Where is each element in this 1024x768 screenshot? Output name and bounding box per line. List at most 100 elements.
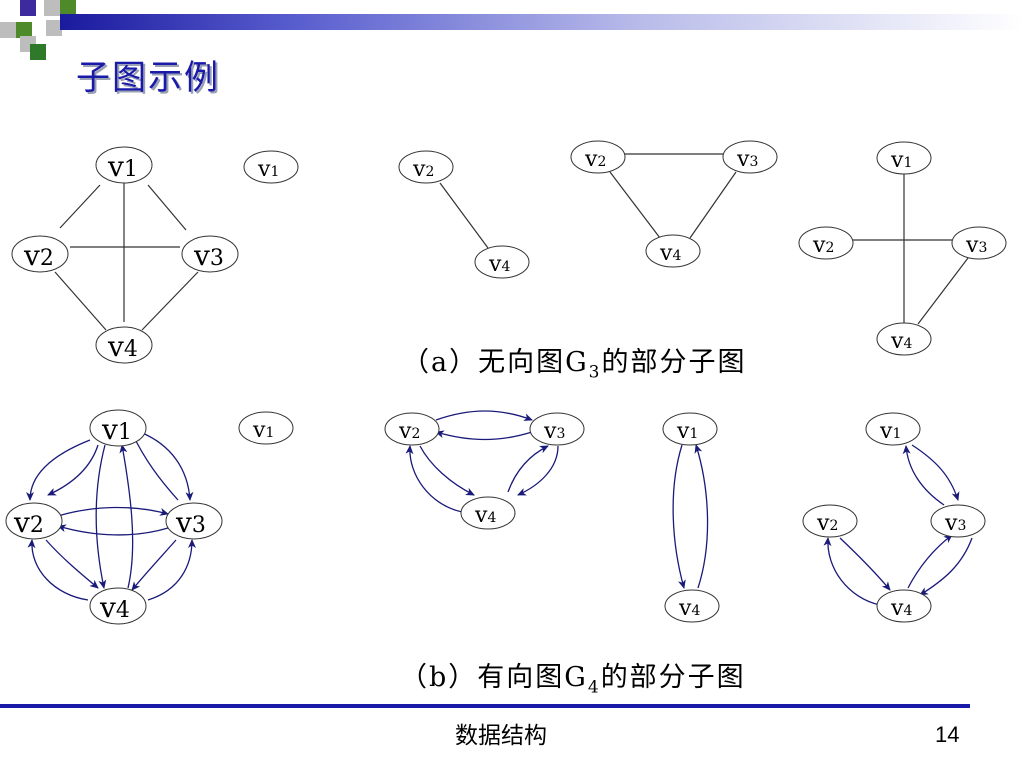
label-g4s4-v1: v1 [879,419,901,444]
vertex-g3-v4 [95,326,153,364]
label-g4s3-v1: v1 [676,419,698,444]
caption-directed-subgraphs: （b）有向图G4的部分子图 [400,662,746,698]
arc-g4s4-v4-v3 [907,534,953,589]
vertex-g4s2-v2 [384,412,440,446]
arc-g4-v3-v1 [132,434,179,501]
label-g3s4-v4: v4 [890,329,912,354]
label-g4-v3: v3 [175,506,206,539]
graph-g3-sub3: v2 v3 v4 [570,140,778,268]
graph-g3-sub2: v2 v4 [398,150,530,279]
arc-g4-v3-v2 [57,524,169,536]
label-g3-v3: v3 [193,239,224,272]
edge-g3s3-v2-v4 [609,171,661,239]
arc-g4-v3-v4 [131,539,177,591]
caption-undirected-subgraphs: （a）无向图G3的部分子图 [402,347,747,383]
arc-g4s2-v3-v2 [435,430,533,441]
vertex-g3-v1 [95,146,153,184]
arc-g4s2-v2-v3 [435,410,533,421]
graph-g4-sub1: v1 [238,411,294,445]
page-number: 14 [935,722,960,747]
label-g4s4-v4: v4 [890,596,912,621]
label-g3-v2: v2 [23,239,54,272]
graph-g3-sub4: v1 v2 v3 v4 [798,141,1007,356]
label-g4s2-v3: v3 [543,419,565,444]
label-g3s3-v2: v2 [584,147,606,172]
arc-g4-v4-v2 [27,539,89,601]
label-g4-v4: v4 [99,591,130,624]
vertex-g3s2-v2 [398,150,454,184]
edge-g3-v3-v4 [141,271,199,331]
graph-g3-full: v1 v2 v3 v4 [11,146,239,364]
label-g3s4-v2: v2 [812,233,834,258]
edge-g3s3-v3-v4 [689,171,737,239]
arc-g4-v2-v1 [47,444,99,496]
vertex-g4s3-v4 [664,589,720,623]
vertex-g4-v2 [5,502,63,540]
slide-logo-squares [0,0,76,60]
vertex-g3s3-v4 [645,234,701,268]
vertex-g4s4-v3 [930,504,986,538]
arc-g4s3-v4-v1 [694,444,709,589]
label-g4s1-v1: v1 [252,418,274,443]
label-g4s3-v4: v4 [678,596,700,621]
vertex-g3s4-v3 [951,226,1007,260]
vertex-g3s2-v4 [474,245,530,279]
arc-g4-v1-v4 [95,444,107,589]
label-g3s4-v3: v3 [965,233,987,258]
graph-g4-full [26,431,196,601]
vertex-g4s4-v2 [802,504,858,538]
arc-g4-v1-v2 [26,439,91,501]
label-g4-v1: v1 [101,413,132,446]
arc-g4-v4-v1 [119,444,134,589]
graph-g4-sub3-arcs [672,444,709,589]
graph-g4-sub3-vertices: v1 v4 [662,412,720,623]
graph-g4-sub4-arcs [823,444,973,606]
edge-g3-v2-v4 [54,271,107,331]
graph-g4-sub4-vertices: v1 v2 v3 v4 [802,412,986,623]
vertex-g4s4-v4 [876,589,932,623]
vertex-g3s4-v4 [876,322,932,356]
vertex-g4s1-v1 [238,411,294,445]
label-g3-v1: v1 [107,150,138,183]
graph-g4-sub2-arcs [405,410,559,513]
arc-g4-v1-v3 [139,431,194,501]
label-g4s2-v4: v4 [474,503,496,528]
arc-g4s4-v4-v2 [823,537,881,606]
label-g4s4-v2: v2 [816,511,838,536]
label-g3s1-v1: v1 [257,157,279,182]
label-g3-v4: v4 [107,330,138,363]
label-g3s3-v4: v4 [659,241,681,266]
arc-g4s4-v1-v3 [911,444,960,501]
arc-g4s2-v4-v2 [405,445,463,513]
label-g3s4-v1: v1 [890,148,912,173]
arc-g4s4-v2-v4 [839,537,891,591]
vertex-g4s4-v1 [865,412,921,446]
graph-g4-full-vertices: v1 v2 v3 v4 [5,409,223,625]
vertex-g4-v4 [89,587,147,625]
vertex-g4-v1 [89,409,147,447]
label-g4s2-v2: v2 [398,419,420,444]
vertex-g3s4-v1 [876,141,932,175]
footer-rule [0,704,970,708]
arc-g4-v2-v3 [57,506,169,517]
label-g3s2-v2: v2 [412,157,434,182]
vertex-g3s3-v3 [722,140,778,174]
graph-g3-sub1: v1 [243,150,299,184]
vertex-g4s2-v4 [460,496,516,530]
graph-g4-sub2-vertices: v2 v3 v4 [384,412,585,530]
vertex-g3-v2 [11,235,69,273]
label-g4-v2: v2 [13,506,44,539]
arc-g4-v4-v3 [147,539,196,601]
subgraph-diagram: v1 v2 v3 v4 v1 v2 v4 v2 v3 v4 v1 [5,140,1007,625]
label-g3s2-v4: v4 [488,252,510,277]
vertex-g3s4-v2 [798,226,854,260]
arc-g4s2-v2-v4 [419,445,475,496]
arc-g4s2-v3-v4 [517,445,559,496]
vertex-g4s2-v3 [529,412,585,446]
edge-g3s4-v3-v4 [917,257,969,325]
arc-g4-v2-v4 [45,539,99,589]
label-g3s3-v3: v3 [736,147,758,172]
vertex-g3s3-v2 [570,140,626,174]
vertex-g3s1-v1 [243,150,299,184]
header-gradient-bar [60,14,1024,30]
